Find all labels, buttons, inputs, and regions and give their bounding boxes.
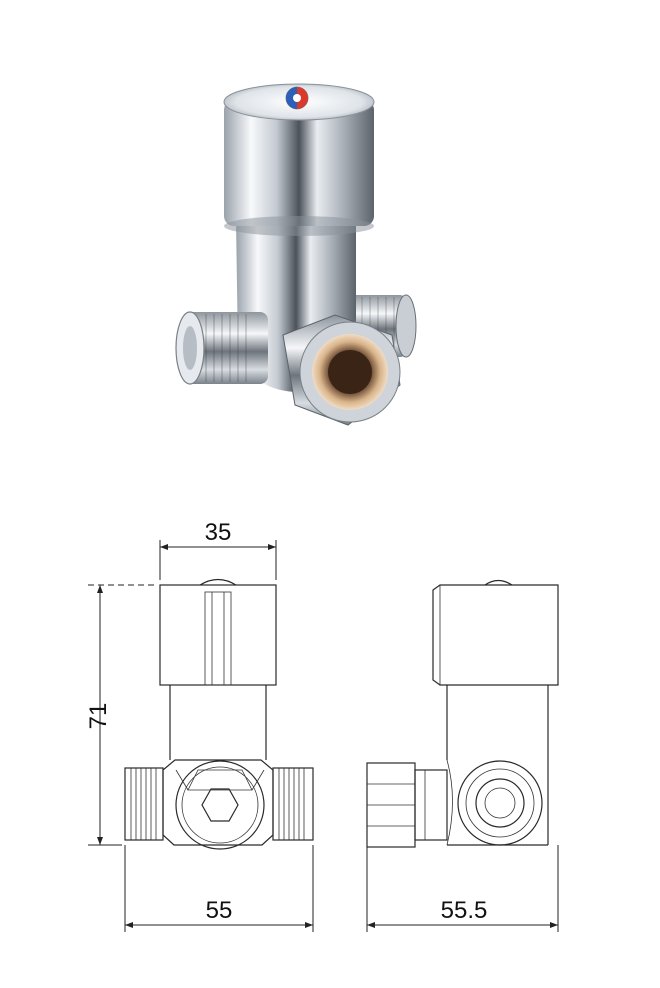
dimension-label-71: 71 — [85, 703, 112, 730]
side-view-drawing — [366, 579, 559, 848]
front-outlet-nut — [282, 314, 401, 426]
dimension-label-55: 55 — [206, 897, 233, 924]
valve-cap — [223, 83, 375, 236]
front-view-drawing — [124, 578, 314, 850]
dimension-height: 71 — [85, 584, 155, 846]
dimension-top-width: 35 — [159, 519, 277, 580]
valve-photo — [175, 83, 417, 426]
dimension-front-width: 55 — [124, 845, 314, 932]
dimension-label-35: 35 — [205, 519, 232, 546]
dimension-side-width: 55.5 — [366, 845, 559, 932]
left-outlet-thread — [175, 311, 268, 385]
dimension-label-55-5: 55.5 — [441, 897, 488, 924]
